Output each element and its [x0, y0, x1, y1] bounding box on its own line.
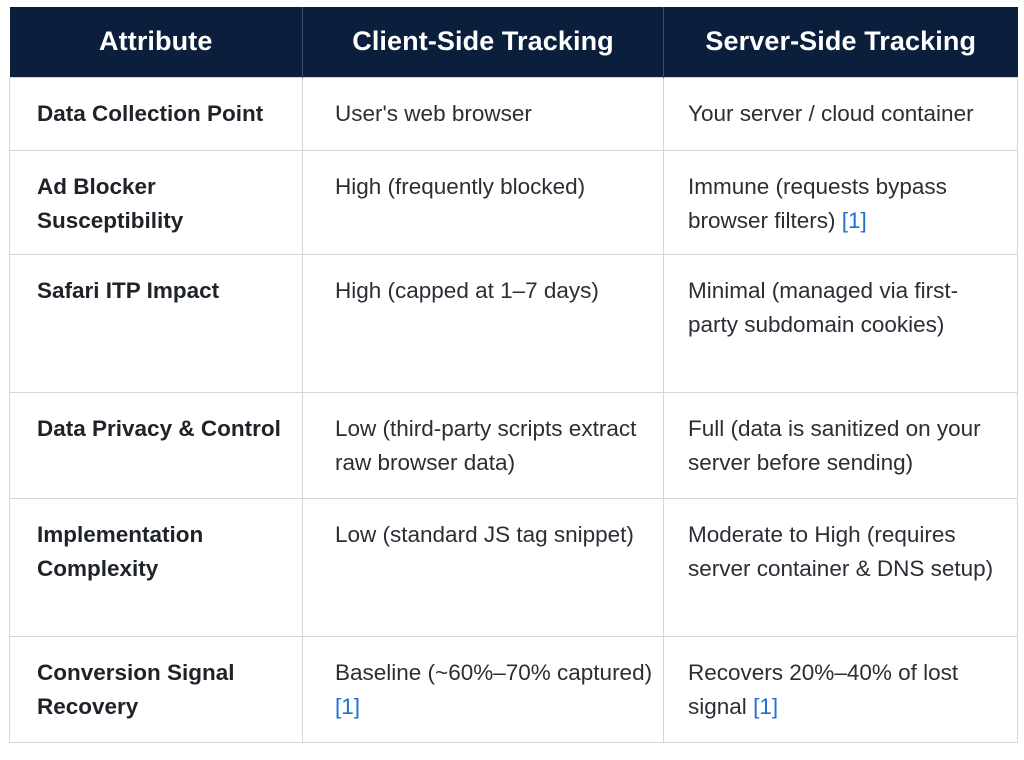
server-side-cell: Moderate to High (requires server contai…	[663, 497, 1018, 637]
client-side-cell: User's web browser	[302, 76, 664, 151]
attribute-cell: Implementation Complexity	[9, 497, 303, 637]
server-side-value: Your server / cloud container	[688, 100, 974, 126]
attribute-cell: Ad Blocker Susceptibility	[9, 149, 303, 255]
client-side-value: Baseline (~60%–70% captured)	[335, 659, 653, 685]
header-client-side: Client-Side Tracking	[302, 7, 664, 77]
client-side-value: Low (standard JS tag snippet)	[335, 521, 634, 547]
server-side-cell: Minimal (managed via first-party subdoma…	[663, 253, 1018, 393]
server-side-cell: Immune (requests bypass browser filters)…	[663, 149, 1018, 255]
client-side-value: High (frequently blocked)	[335, 173, 586, 199]
server-side-value: Moderate to High (requires server contai…	[688, 521, 994, 581]
client-side-cell: High (capped at 1–7 days)	[302, 253, 664, 393]
header-row: Attribute Client-Side Tracking Server-Si…	[9, 7, 1018, 77]
header-attribute: Attribute	[9, 7, 303, 77]
comparison-table: Attribute Client-Side Tracking Server-Si…	[9, 7, 1018, 743]
server-side-cell: Your server / cloud container	[663, 76, 1018, 151]
citation-link[interactable]: [1]	[335, 693, 361, 719]
attribute-label: Conversion Signal Recovery	[37, 659, 235, 719]
client-side-value: High (capped at 1–7 days)	[335, 277, 599, 303]
attribute-cell: Data Collection Point	[9, 76, 303, 151]
client-side-cell: Low (third-party scripts extract raw bro…	[302, 391, 664, 499]
table-row: Data Collection Point User's web browser…	[9, 76, 1018, 151]
server-side-value: Minimal (managed via first-party subdoma…	[688, 277, 959, 337]
header-server-side: Server-Side Tracking	[663, 7, 1018, 77]
citation-link[interactable]: [1]	[841, 207, 867, 233]
table-row: Data Privacy & Control Low (third-party …	[9, 391, 1018, 499]
comparison-table-container: Attribute Client-Side Tracking Server-Si…	[9, 7, 1018, 743]
table-header: Attribute Client-Side Tracking Server-Si…	[9, 7, 1018, 77]
attribute-label: Data Collection Point	[37, 100, 264, 126]
attribute-cell: Safari ITP Impact	[9, 253, 303, 393]
attribute-cell: Conversion Signal Recovery	[9, 635, 303, 743]
client-side-cell: High (frequently blocked)	[302, 149, 664, 255]
client-side-cell: Baseline (~60%–70% captured) [1]	[302, 635, 664, 743]
server-side-cell: Recovers 20%–40% of lost signal [1]	[663, 635, 1018, 743]
client-side-value: User's web browser	[335, 100, 532, 126]
server-side-cell: Full (data is sanitized on your server b…	[663, 391, 1018, 499]
attribute-cell: Data Privacy & Control	[9, 391, 303, 499]
attribute-label: Implementation Complexity	[37, 521, 204, 581]
citation-link[interactable]: [1]	[753, 693, 779, 719]
server-side-value: Recovers 20%–40% of lost signal	[688, 659, 959, 719]
client-side-cell: Low (standard JS tag snippet)	[302, 497, 664, 637]
table-row: Safari ITP Impact High (capped at 1–7 da…	[9, 253, 1018, 393]
table-row: Conversion Signal Recovery Baseline (~60…	[9, 635, 1018, 743]
client-side-value: Low (third-party scripts extract raw bro…	[335, 415, 637, 475]
attribute-label: Safari ITP Impact	[37, 277, 220, 303]
attribute-label: Data Privacy & Control	[37, 415, 281, 441]
table-row: Implementation Complexity Low (standard …	[9, 497, 1018, 637]
server-side-value: Immune (requests bypass browser filters)	[688, 173, 947, 233]
table-row: Ad Blocker Susceptibility High (frequent…	[9, 149, 1018, 255]
attribute-label: Ad Blocker Susceptibility	[37, 173, 184, 233]
table-body: Data Collection Point User's web browser…	[9, 76, 1018, 743]
server-side-value: Full (data is sanitized on your server b…	[688, 415, 981, 475]
